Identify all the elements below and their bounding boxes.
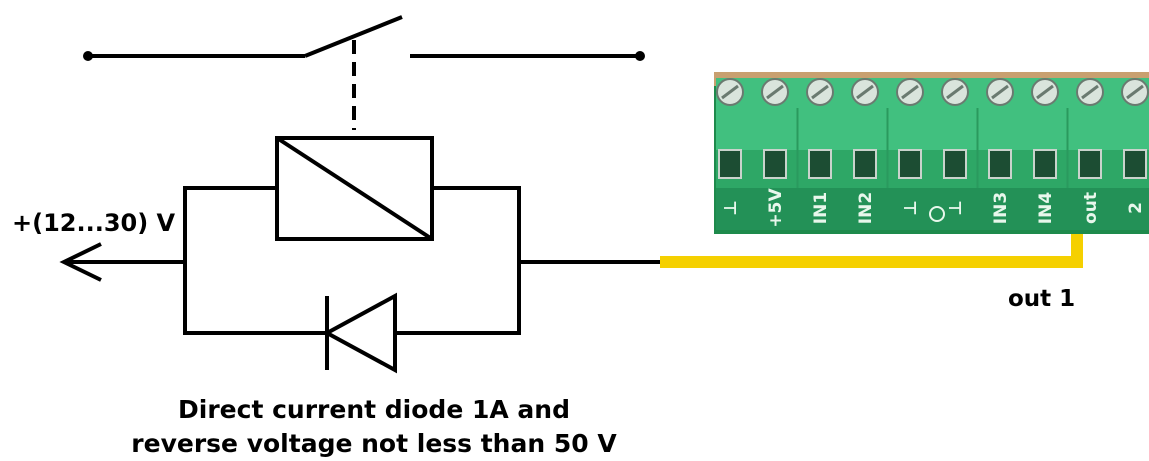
diode-note-line1: Direct current diode 1A and <box>178 395 570 424</box>
terminal-screw-slot <box>811 84 829 100</box>
terminal-screw-slot <box>946 84 964 100</box>
terminal-wire-slot <box>1033 149 1057 179</box>
terminal-wire-slot <box>763 149 787 179</box>
terminal-screw-slot <box>991 84 1009 100</box>
switch-left-terminal <box>83 51 93 61</box>
terminal-pin-label: IN1 <box>811 192 831 224</box>
terminal-wire-slot <box>943 149 967 179</box>
terminal-pin-labels: ⊥ +5V IN1 IN2 ⊥ ⊥ IN3 IN4 out 2 <box>721 188 1146 228</box>
terminal-screw-slot <box>901 84 919 100</box>
terminal-screw-slot <box>1126 84 1144 100</box>
pcb-mounting-hole <box>929 206 945 222</box>
terminal-wire-slot <box>1078 149 1102 179</box>
terminal-screw-slot <box>721 84 739 100</box>
diode-left-lead <box>183 262 327 335</box>
coil-left-lead <box>183 186 277 262</box>
terminal-pin-label: IN2 <box>856 192 876 224</box>
terminal-pin-label: 2 <box>1126 202 1146 214</box>
switch-blade <box>304 15 403 58</box>
terminal-pin-label: +5V <box>766 188 786 228</box>
terminal-wire-slot <box>853 149 877 179</box>
terminal-pin-label: out <box>1081 192 1101 224</box>
terminal-wire-slot <box>1123 149 1147 179</box>
relay-coil-diagonal <box>275 136 434 241</box>
terminal-screw-slot <box>1036 84 1054 100</box>
terminal-screw-slot <box>1081 84 1099 100</box>
terminal-wire-slot <box>898 149 922 179</box>
terminal-pin-label: IN4 <box>1036 192 1056 225</box>
diode-right-lead <box>395 262 521 335</box>
coil-right-lead <box>432 186 521 262</box>
terminal-pin-label: ⊥ <box>946 200 966 216</box>
terminal-pin-label: ⊥ <box>901 200 921 216</box>
relay-coil <box>275 136 434 241</box>
terminal-wire-slot <box>718 149 742 179</box>
switch-right-terminal <box>635 51 645 61</box>
supply-voltage-label: +(12...30) V <box>12 209 176 237</box>
terminal-screws <box>716 78 1149 106</box>
terminal-wire-slot <box>808 149 832 179</box>
relay-switch-contact <box>88 15 640 58</box>
terminal-wire-slot <box>988 149 1012 179</box>
diode-note-line2: reverse voltage not less than 50 V <box>131 429 617 458</box>
supply-arrow-head <box>59 242 102 282</box>
terminal-screw-slot <box>766 84 784 100</box>
flyback-diode <box>322 292 397 374</box>
terminal-pin-label: IN3 <box>991 192 1011 224</box>
terminal-wire-slots <box>718 108 1147 188</box>
terminal-block: ⊥ +5V IN1 IN2 ⊥ ⊥ IN3 IN4 out 2 <box>714 72 1149 234</box>
output-label: out 1 <box>1008 286 1075 312</box>
diode-triangle <box>322 292 397 374</box>
terminal-screw-slot <box>856 84 874 100</box>
terminal-pin-label: ⊥ <box>721 200 741 216</box>
parallel-network <box>64 186 660 335</box>
